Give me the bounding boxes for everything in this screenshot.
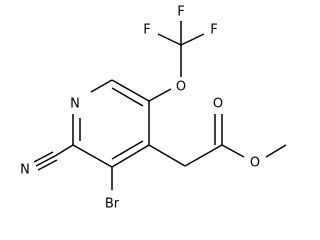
bond-ring-c5-c6-inner (111, 87, 144, 107)
bond-o-ring (148, 88, 172, 102)
bond-ch2-co (184, 144, 223, 167)
atom-o-carbonyl: O (213, 97, 223, 112)
bond-ring-c5-c6 (111, 79, 150, 102)
bond-cn-triple-3 (37, 159, 58, 171)
atom-f-top: F (177, 5, 184, 20)
bond-cn-triple-1 (35, 155, 56, 167)
bond-ring-c6-n (90, 79, 113, 93)
atom-f-right: F (210, 23, 217, 38)
atom-f-left: F (143, 23, 150, 38)
bond-c4-ch2 (148, 144, 186, 167)
bond-ring-c3-c4 (111, 144, 150, 168)
bond-c-f-left (157, 33, 182, 46)
atom-o-trifluoromethoxy: O (176, 80, 186, 95)
atom-n-ring: N (70, 97, 80, 112)
bond-ring-c3-c4-inner (111, 140, 144, 160)
structure-canvas: F F F O N N Br O O (20, 4, 287, 212)
chemical-structure-diagram: F F F O N N Br O O (20, 5, 287, 212)
bond-o-methyl (265, 144, 287, 158)
atom-o-ester: O (250, 156, 260, 171)
bond-ring-c2-c3 (72, 144, 113, 168)
bond-co-o-ester (221, 144, 245, 158)
atom-n-nitrile: N (20, 163, 30, 178)
bond-c2-cn (54, 144, 74, 157)
atom-br: Br (105, 197, 120, 212)
bond-c-f-right (180, 33, 205, 46)
bond-cn-triple-2 (33, 151, 54, 163)
